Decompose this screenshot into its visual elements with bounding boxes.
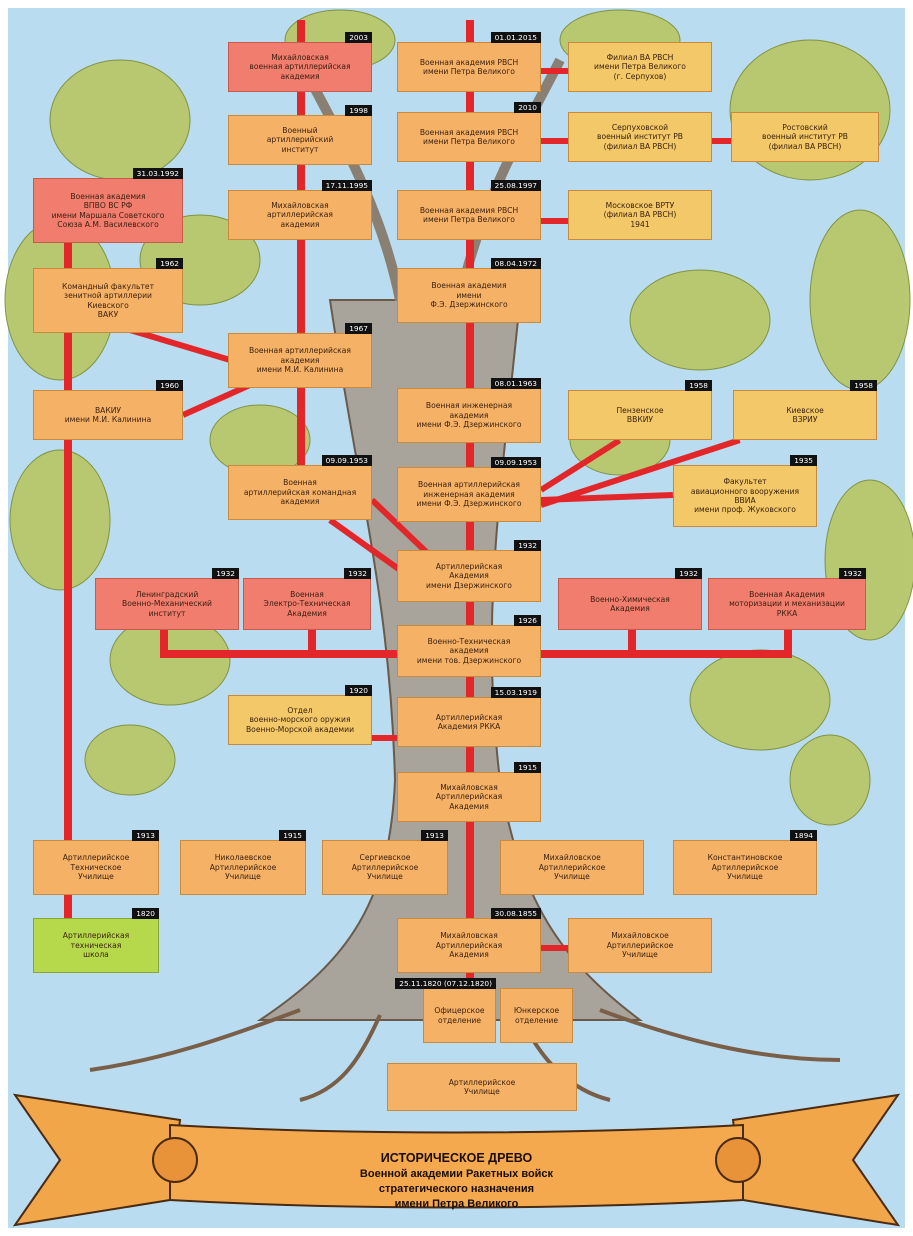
node-date-label: 1998: [345, 105, 372, 116]
node-date-label: 1932: [514, 540, 541, 551]
institution-node: Военная академия РВСН имени Петра Велико…: [397, 112, 541, 162]
node-date-label: 1960: [156, 380, 183, 391]
tree-roots: [89, 1008, 841, 1102]
institution-node: Михайловская Артиллерийская Академия: [397, 772, 541, 822]
node-date-label: 1915: [514, 762, 541, 773]
node-date-label: 1915: [279, 830, 306, 841]
connector-line: [784, 630, 792, 658]
institution-node: Константиновское Артиллерийское Училище: [673, 840, 817, 895]
node-date-label: 1913: [421, 830, 448, 841]
node-date-label: 1932: [675, 568, 702, 579]
institution-node: Офицерское отделение: [423, 988, 496, 1043]
node-date-label: 1932: [344, 568, 371, 579]
institution-node: Николаевское Артиллерийское Училище: [180, 840, 306, 895]
institution-node: Пензенское ВВКИУ: [568, 390, 712, 440]
ribbon-right-tail: [731, 1093, 901, 1227]
connector-line: [541, 138, 568, 144]
institution-node: Филиал ВА РВСН имени Петра Великого (г. …: [568, 42, 712, 92]
connector-line: [64, 240, 72, 920]
institution-node: Артиллерийская Академия РККА: [397, 697, 541, 747]
connector-line: [541, 68, 568, 74]
institution-node: Военный артиллерийский институт: [228, 115, 372, 165]
node-date-label: 09.09.1953: [490, 457, 541, 468]
institution-node: Ленинградский Военно-Механический инстит…: [95, 578, 239, 630]
node-date-label: 2010: [514, 102, 541, 113]
institution-node: Военно-Химическая Академия: [558, 578, 702, 630]
node-date-label: 1967: [345, 323, 372, 334]
node-date-label: 1920: [345, 685, 372, 696]
node-date-label: 1958: [850, 380, 877, 391]
node-date-label: 2003: [345, 32, 372, 43]
banner-title: ИСТОРИЧЕСКОЕ ДРЕВО: [380, 1151, 533, 1165]
institution-node: Михайловская артиллерийская академия: [228, 190, 372, 240]
node-date-label: 08.01.1963: [490, 378, 541, 389]
node-date-label: 31.03.1992: [132, 168, 183, 179]
institution-node: Военная академия РВСН имени Петра Велико…: [397, 190, 541, 240]
node-date-label: 1962: [156, 258, 183, 269]
connector-line: [628, 630, 636, 658]
banner-line-2: Военной академии Ракетных войск: [359, 1168, 554, 1180]
institution-node: Военная академия РВСН имени Петра Велико…: [397, 42, 541, 92]
institution-node: Военно-Техническая академия имени тов. Д…: [397, 625, 541, 677]
institution-node: Военная артиллерийская командная академи…: [228, 465, 372, 520]
node-date-label: 08.04.1972: [490, 258, 541, 269]
connector-line: [711, 138, 731, 144]
institution-node: Московское ВРТУ (филиал ВА РВСН) 1941: [568, 190, 712, 240]
institution-node: Михайловское Артиллерийское Училище: [500, 840, 644, 895]
node-date-label: 25.08.1997: [490, 180, 541, 191]
connector-line: [541, 945, 568, 951]
node-date-label: 1932: [212, 568, 239, 579]
banner-line-3: стратегического назначения: [378, 1183, 535, 1195]
institution-node: Сергиевское Артиллерийское Училище: [322, 840, 448, 895]
institution-node: Военная инженерная академия имени Ф.Э. Д…: [397, 388, 541, 443]
institution-node: Артиллерийское Училище: [387, 1063, 577, 1111]
institution-node: Факультет авиационного вооружения ВВИА и…: [673, 465, 817, 527]
institution-node: Военная артиллерийская инженерная академ…: [397, 467, 541, 522]
node-date-label: 01.01.2015: [490, 32, 541, 43]
ribbon-banner: [169, 1123, 744, 1209]
institution-node: Киевское ВЗРИУ: [733, 390, 877, 440]
node-date-label: 1820: [132, 908, 159, 919]
banner-line-4: имени Петра Великого: [394, 1198, 519, 1210]
institution-node: ВАКИУ имени М.И. Калинина: [33, 390, 183, 440]
institution-node: Михайловская Артиллерийская Академия: [397, 918, 541, 973]
connector-line: [160, 630, 168, 658]
institution-node: Военная академия имени Ф.Э. Дзержинского: [397, 268, 541, 323]
banner-title-block: ИСТОРИЧЕСКОЕ ДРЕВО Военной академии Раке…: [300, 1150, 613, 1212]
node-date-label: 25.11.1820 (07.12.1820): [395, 978, 496, 989]
node-date-label: 1926: [514, 615, 541, 626]
institution-node: Серпуховской военный институт РВ (филиал…: [568, 112, 712, 162]
node-date-label: 17.11.1995: [321, 180, 372, 191]
institution-node: Военная академия ВПВО ВС РФ имени Маршал…: [33, 178, 183, 243]
institution-node: Военная артиллерийская академия имени М.…: [228, 333, 372, 388]
node-date-label: 30.08.1855: [490, 908, 541, 919]
connector-line: [297, 20, 305, 465]
institution-node: Командный факультет зенитной артиллерии …: [33, 268, 183, 333]
connector-line: [308, 630, 316, 658]
institution-node: Артиллерийская Академия имени Дзержинско…: [397, 550, 541, 602]
institution-node: Ростовский военный институт РВ (филиал В…: [731, 112, 879, 162]
connector-line: [541, 218, 568, 224]
institution-node: Военная Электро-Техническая Академия: [243, 578, 371, 630]
ribbon-left-tail: [12, 1093, 182, 1227]
institution-node: Военная Академия моторизации и механизац…: [708, 578, 866, 630]
node-date-label: 09.09.1953: [321, 455, 372, 466]
institution-node: Артиллерийская техническая школа: [33, 918, 159, 973]
institution-node: Отдел военно-морского оружия Военно-Морс…: [228, 695, 372, 745]
institution-node: Артиллерийское Техническое Училище: [33, 840, 159, 895]
node-date-label: 1932: [839, 568, 866, 579]
connector-line: [372, 735, 397, 741]
institution-node: Михайловское Артиллерийское Училище: [568, 918, 712, 973]
node-date-label: 1913: [132, 830, 159, 841]
institution-node: Юнкерское отделение: [500, 988, 573, 1043]
node-date-label: 1935: [790, 455, 817, 466]
node-date-label: 1958: [685, 380, 712, 391]
institution-node: Михайловская военная артиллерийская акад…: [228, 42, 372, 92]
node-date-label: 1894: [790, 830, 817, 841]
node-date-label: 15.03.1919: [490, 687, 541, 698]
